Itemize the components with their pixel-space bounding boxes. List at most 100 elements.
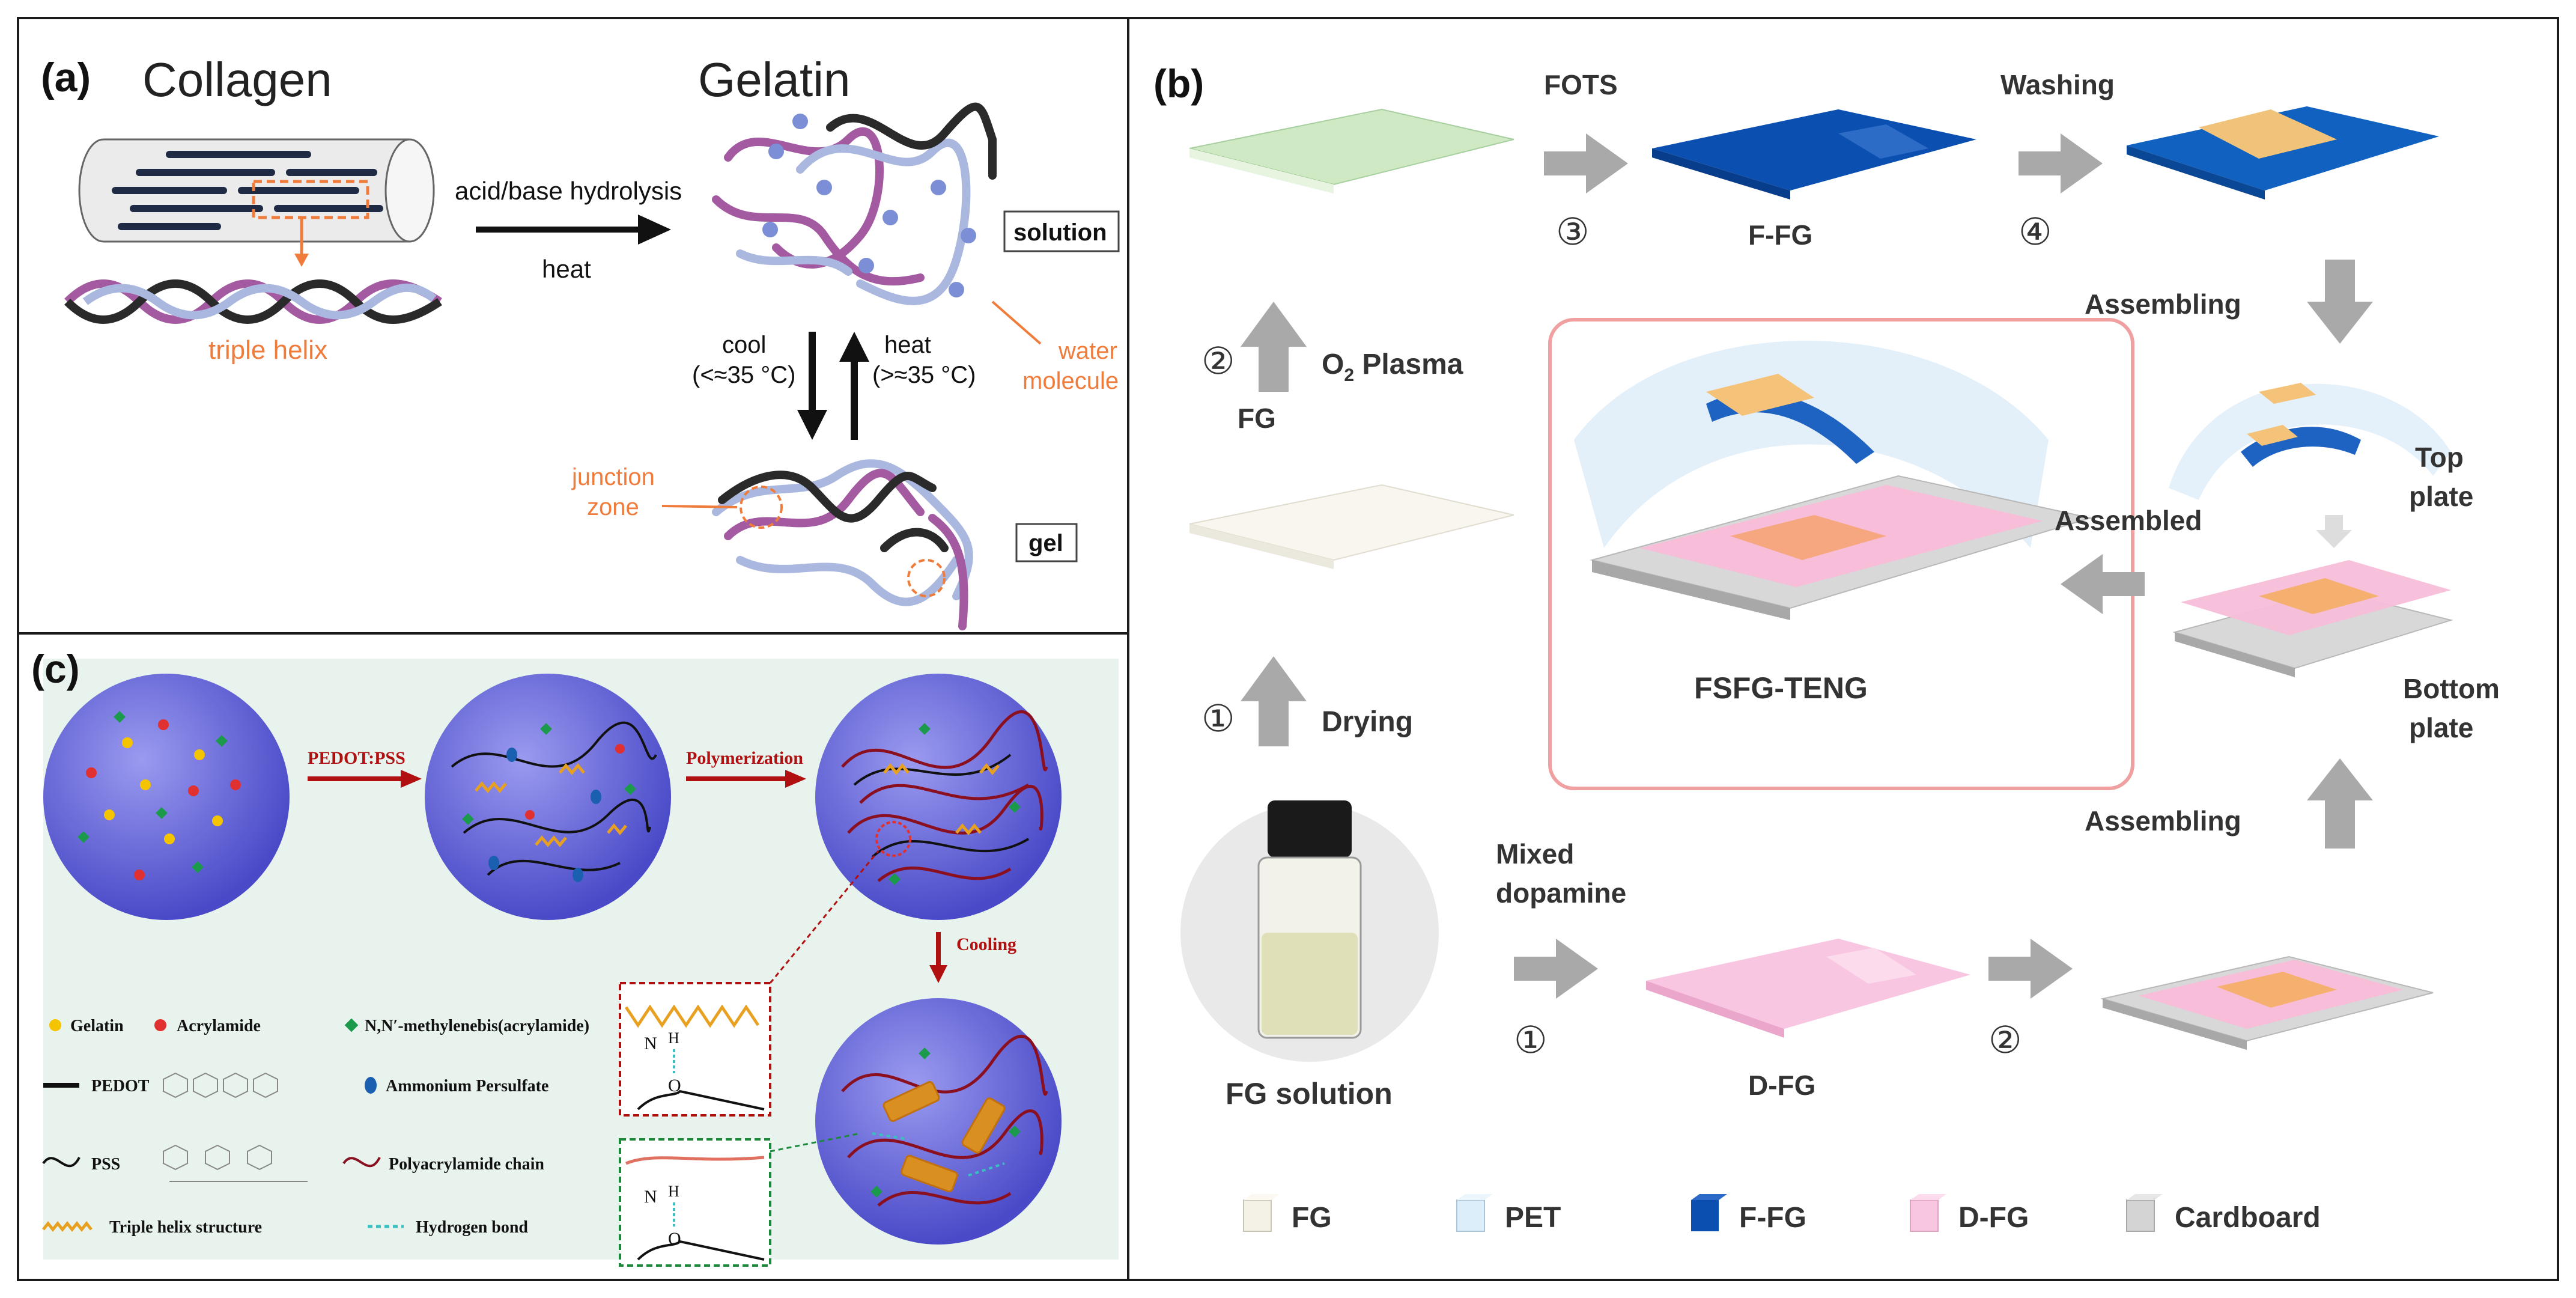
arrow-polymerization-head: [785, 770, 806, 788]
legend-aps-swatch: [365, 1077, 377, 1094]
top-plate-electrode-small: [2259, 383, 2316, 404]
gel-box: [1015, 523, 1078, 562]
arrow-cooling-head: [929, 965, 947, 983]
fsfg-cardboard-edge: [1592, 560, 1790, 620]
washed-ffg-electrode: [2199, 109, 2337, 159]
water-label-1: water: [1058, 338, 1117, 364]
fg-sheet-green: [1189, 108, 1514, 186]
legend-cardboard: Cardboard: [2126, 1194, 2321, 1234]
ffg-label: F-FG: [1748, 219, 1812, 251]
panel-c: (c) PEDOT:PSS Polymerization Cooling: [17, 632, 1129, 1281]
panel-c-legend: Gelatin Acrylamide N,N′-methylenebis(acr…: [42, 1017, 589, 1237]
top-to-bottom-arrow: [2316, 515, 2352, 548]
inset-o-atom: O: [668, 1076, 681, 1095]
legend-mba-swatch: [344, 1018, 359, 1032]
legend-dfg-swatch-top: [1910, 1194, 1946, 1200]
assembling-bottom-label: Assembling: [2085, 805, 2241, 836]
mixed-dopamine-label-2: dopamine: [1496, 877, 1626, 909]
hydrolysis-label: acid/base hydrolysis: [455, 177, 682, 205]
junction-pointer: [661, 505, 738, 508]
top-plate-label-2: plate: [2409, 481, 2473, 512]
fots-label: FOTS: [1544, 69, 1618, 100]
sphere-pedotpss: [425, 674, 671, 920]
gelatin-title: Gelatin: [698, 53, 850, 106]
dfg-sheet-edge: [1646, 981, 1784, 1038]
o2-plasma-arrow: [1241, 302, 1307, 392]
fsfg-teng-label: FSFG-TENG: [1694, 671, 1868, 705]
sphere-polymerized: [815, 674, 1062, 920]
arrow-pedotpss-label: PEDOT:PSS: [308, 748, 406, 768]
legend-pss: PSS: [91, 1155, 120, 1174]
legend-fg: FG: [1243, 1194, 1332, 1234]
panel-b-diagram: (b) FOTS ③ F-FG Washing ④ Assembling ② O…: [1153, 61, 2500, 1234]
sphere-initial: [43, 674, 290, 920]
legend-acrylamide-swatch: [154, 1019, 166, 1031]
bottom-assembly-electrode: [2217, 972, 2337, 1008]
step-3: ③: [1556, 212, 1590, 253]
legend-pam-swatch: [342, 1157, 381, 1168]
assembling-bottom-arrow: [2307, 758, 2373, 849]
junction-zone-marker-2: [907, 559, 946, 597]
heat-label-1: heat: [884, 332, 931, 358]
fg-sheet-green-edge: [1189, 148, 1334, 193]
solution-label: solution: [1013, 219, 1107, 246]
panel-a-diagram: (a) Collagen Gelatin triple helix acid/b…: [41, 53, 1120, 630]
legend-aps: Ammonium Persulfate: [386, 1077, 548, 1095]
legend-cardboard-swatch-top: [2127, 1194, 2163, 1200]
o2-subscript: 2: [1344, 365, 1354, 385]
legend-dfg: D-FG: [1910, 1194, 2029, 1234]
step-2-left: ②: [1201, 341, 1235, 382]
legend-pam: Polyacrylamide chain: [389, 1155, 544, 1174]
legend-pedot: PEDOT: [91, 1077, 150, 1095]
water-molecules-solution: [762, 114, 976, 297]
fg-solution-label: FG solution: [1226, 1077, 1393, 1111]
heat-label-top: heat: [542, 255, 591, 283]
inset2-h-atom: H: [668, 1183, 679, 1200]
legend-ffg-swatch: [1691, 1200, 1719, 1231]
legend-pet-label: PET: [1505, 1202, 1561, 1234]
bottom-assembly-cardboard-edge: [2103, 999, 2247, 1050]
collagen-fibril: [78, 138, 435, 267]
inset2-n-atom: N: [644, 1187, 657, 1207]
inset-h-atom: H: [668, 1029, 679, 1047]
dfg-sheet: [1646, 939, 1970, 1029]
bottom-plate-label-2: plate: [2409, 712, 2473, 743]
fg-label: FG: [1238, 403, 1276, 434]
pss-structure-sketch: [163, 1144, 308, 1182]
legend-ffg-swatch-top: [1691, 1194, 1727, 1200]
inset-green-connector: [770, 1132, 861, 1153]
junction-label-2: zone: [587, 494, 639, 520]
step-4: ④: [2019, 212, 2052, 253]
bottom-plate-cardboard-edge: [2175, 632, 2295, 677]
fg-sheet-white-edge: [1189, 524, 1334, 569]
legend-fg-label: FG: [1292, 1202, 1332, 1234]
arrow-polymerization-label: Polymerization: [686, 748, 803, 768]
legend-ffg: F-FG: [1691, 1194, 1806, 1234]
o2-o: O: [1322, 349, 1344, 380]
legend-ffg-label: F-FG: [1739, 1202, 1806, 1234]
heat-arrowhead: [839, 332, 869, 362]
top-plate-pet: [2169, 383, 2451, 500]
drying-label: Drying: [1322, 706, 1413, 738]
inset-cooled-detail: N H O: [619, 1138, 771, 1267]
mixed-dopamine-arrow: [1514, 939, 1598, 999]
heat-label-2: (>≈35 °C): [872, 362, 976, 388]
gel-network: [712, 459, 973, 630]
bottom-plate-electrode: [2259, 578, 2379, 614]
water-label-2: molecule: [1022, 368, 1119, 394]
triple-helix-label: triple helix: [208, 335, 327, 365]
water-pointer: [991, 300, 1042, 345]
legend-gelatin-swatch: [49, 1019, 61, 1031]
cool-label-2: (<≈35 °C): [692, 362, 795, 388]
ffg-sheet-edge: [1652, 148, 1790, 200]
assembled-label: Assembled: [2055, 505, 2202, 536]
fots-arrow: [1544, 133, 1628, 193]
assembling-top-arrow: [2307, 260, 2373, 344]
arrow-pedotpss-head: [401, 770, 422, 788]
panel-b-legend: FG PET F-FG D-FG Cardboard: [1243, 1194, 2321, 1234]
legend-pet: PET: [1456, 1194, 1561, 1234]
legend-fg-swatch-top: [1244, 1194, 1280, 1200]
fsfg-top-electrode: [1706, 374, 1814, 416]
o2-label: O2 Plasma: [1322, 349, 1463, 385]
legend-fg-swatch: [1243, 1199, 1272, 1232]
